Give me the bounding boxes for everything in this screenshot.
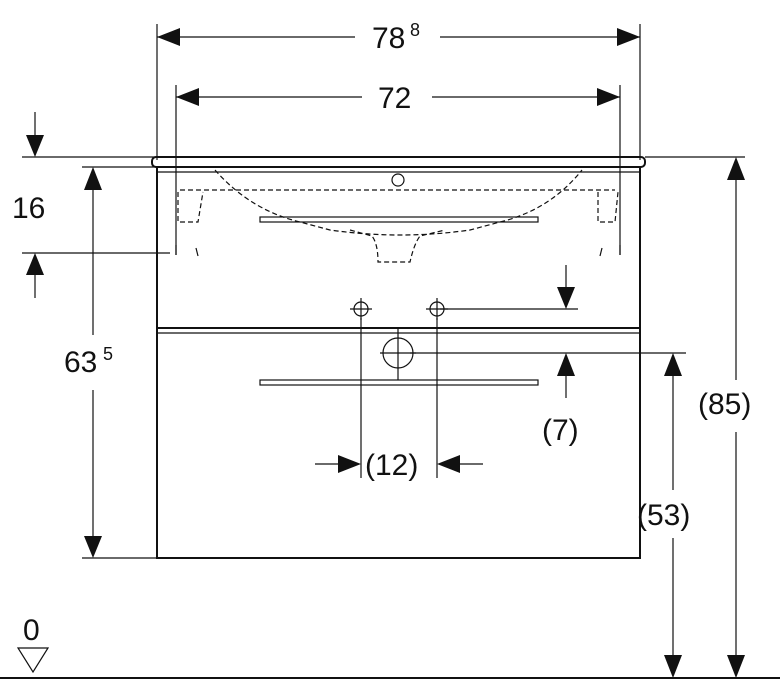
- dim-top-height: (85): [645, 156, 751, 678]
- outlet-offset-value: (7): [542, 414, 579, 447]
- overall-width-value: 78: [372, 22, 405, 55]
- level-marker-icon: [16, 647, 50, 674]
- arrow-up-icon: [664, 353, 682, 376]
- tap-hole-icon: [391, 173, 405, 187]
- lower-drawer-handle: [259, 379, 539, 386]
- arrow-up-icon: [727, 157, 745, 180]
- basin-hidden-lines: [175, 169, 621, 263]
- connection-markers: [350, 298, 448, 380]
- countertop: [151, 156, 646, 168]
- dim-cabinet-height: 63 5: [64, 166, 157, 559]
- arrow-up-icon: [557, 353, 575, 376]
- floor-level-value: 0: [23, 614, 40, 647]
- basin-drain: [349, 229, 446, 263]
- cabinet-height-value: 63: [64, 346, 97, 379]
- bracket-right: [597, 191, 619, 223]
- bracket-left: [177, 191, 204, 223]
- arrow-down-icon: [84, 536, 102, 558]
- cabinet-body: [156, 166, 641, 559]
- top-height-value: (85): [698, 388, 751, 421]
- upper-drawer-handle: [259, 216, 539, 223]
- arrow-up-icon: [84, 167, 102, 190]
- arrow-left-icon: [176, 88, 199, 106]
- arrow-right-icon: [597, 88, 620, 106]
- dim-inner-width: 72: [175, 82, 621, 255]
- inner-width-value: 72: [378, 82, 411, 115]
- dim-outlet-height: (53): [410, 352, 690, 678]
- arrow-left-icon: [437, 455, 460, 473]
- arrow-right-icon: [338, 455, 361, 473]
- basin-bowl-outline: [214, 169, 583, 236]
- overall-width-superscript: 8: [410, 20, 420, 40]
- floor-level: 0: [0, 614, 780, 679]
- arrow-down-icon: [26, 135, 44, 157]
- cabinet-height-superscript: 5: [103, 344, 113, 364]
- dim-overall-width: 78 8: [156, 20, 641, 160]
- connection-spacing-value: (12): [365, 449, 418, 482]
- arrow-down-icon: [557, 287, 575, 309]
- dim-connection-spacing: (12): [315, 318, 483, 482]
- dim-outlet-offset: (7): [440, 265, 579, 447]
- arrow-down-icon: [727, 655, 745, 678]
- arrow-right-icon: [617, 28, 640, 46]
- fixing-marks: [175, 245, 621, 257]
- dim-basin-depth: 16: [12, 112, 170, 298]
- basin-depth-value: 16: [12, 192, 45, 225]
- arrow-up-icon: [26, 253, 44, 275]
- arrow-left-icon: [157, 28, 180, 46]
- vanity-unit: [151, 156, 646, 559]
- outlet-height-value: (53): [637, 499, 690, 532]
- arrow-down-icon: [664, 655, 682, 678]
